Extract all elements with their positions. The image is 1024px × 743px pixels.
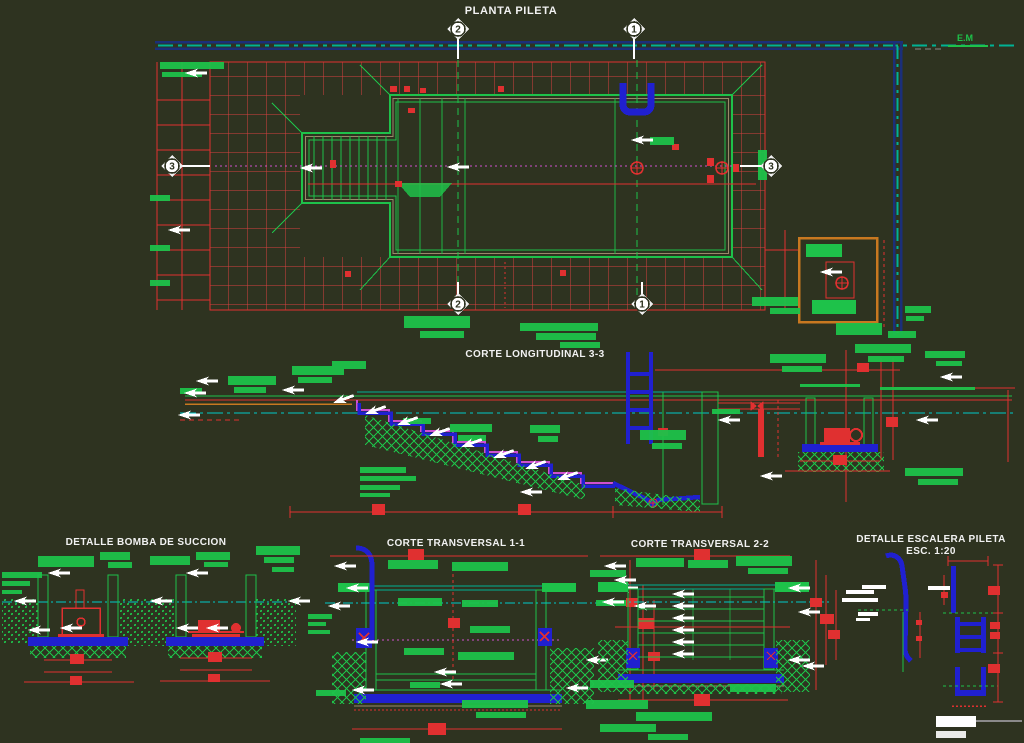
utility-pipe-lines: E.M — [155, 33, 1016, 335]
cross-section-2: CORTE TRANSVERSAL 2-2 — [586, 539, 840, 740]
main-drain-symbol — [630, 161, 644, 175]
cross-section-1: CORTE TRANSVERSAL 1-1 — [316, 538, 660, 743]
deck-miter-lines — [271, 64, 763, 291]
sump-plan — [398, 183, 452, 197]
svg-text:3: 3 — [768, 162, 774, 173]
pool-ladder-plan — [619, 83, 655, 116]
cs2-step-lines — [638, 589, 764, 660]
water-main-right-line — [893, 43, 896, 335]
cs2-dimensions — [600, 549, 840, 706]
svg-text:2: 2 — [455, 25, 461, 36]
cs1-dimensions — [330, 549, 660, 735]
pool-stairs-plan — [313, 136, 387, 200]
pool-floor-joints — [397, 98, 616, 254]
cs1-annotation-blocks — [316, 560, 528, 743]
section-marker-2-bottom: 2 — [446, 282, 470, 316]
cs1-walls-floor — [354, 589, 562, 711]
pool-end-wall — [701, 391, 719, 505]
section-marker-3-left: 3 — [160, 154, 210, 178]
ladder-detail-scale: ESC. 1:20 — [906, 546, 956, 557]
pump-symbol — [824, 428, 850, 442]
bedding-hatch-2 — [615, 488, 700, 512]
pump-chamber-plan — [797, 236, 885, 330]
cs2-step-arrows — [672, 589, 694, 659]
ladder-detail: DETALLE ESCALERA PILETA ESC. 1:20 — [842, 534, 1006, 707]
red-tags-plan — [330, 86, 679, 277]
section-marker-3-right: 3 — [741, 154, 783, 178]
longitudinal-section: CORTE LONGITUDINAL 3-3 — [178, 344, 1016, 518]
ladder-detail-title: DETALLE ESCALERA PILETA — [856, 534, 1006, 545]
pump-detail-annotation-blocks — [2, 546, 332, 634]
left-reference-grid — [156, 62, 799, 310]
svg-text:3: 3 — [169, 162, 175, 173]
utility-label: E.M — [957, 33, 973, 43]
suction-pump-title: DETALLE BOMBA DE SUCCION — [66, 537, 227, 548]
ladder-side-labels — [842, 585, 886, 621]
suction-pump-detail: DETALLE BOMBA DE SUCCION — [2, 537, 332, 685]
deck-tile-grid — [209, 61, 766, 311]
pool-outline — [301, 94, 733, 258]
svg-text:1: 1 — [639, 300, 645, 311]
plan-view: PLANTA PILETA — [150, 5, 931, 348]
ground-level-lines — [180, 391, 1012, 421]
scale-bar-label — [936, 731, 966, 738]
pool-coping-line — [304, 97, 730, 255]
scale-bar — [936, 716, 1022, 738]
suction-pit-2 — [160, 574, 296, 682]
cross-section-1-title: CORTE TRANSVERSAL 1-1 — [387, 538, 525, 549]
section-annotation-blocks — [180, 344, 975, 497]
cross-section-2-title: CORTE TRANSVERSAL 2-2 — [631, 539, 769, 550]
cs2-walls-floor — [618, 588, 784, 687]
section-marker-1-bottom: 1 — [630, 282, 654, 316]
ladder-front-view — [928, 564, 1003, 707]
pump-pit-section — [798, 350, 884, 502]
water-main-top-line — [155, 41, 903, 44]
suction-piping — [718, 400, 800, 458]
ladder-side-view — [858, 552, 922, 672]
svg-text:2: 2 — [455, 300, 461, 311]
plan-title: PLANTA PILETA — [465, 5, 558, 17]
section-marker-2-top: 2 — [446, 17, 470, 59]
pool-ladder-section — [626, 352, 653, 444]
longitudinal-section-title: CORTE LONGITUDINAL 3-3 — [465, 349, 604, 360]
section-marker-1-top: 1 — [622, 17, 646, 59]
pump-1 — [61, 607, 101, 637]
bedding-hatch-1 — [365, 415, 585, 500]
scale-bar-block — [936, 716, 976, 727]
svg-text:1: 1 — [631, 25, 637, 36]
